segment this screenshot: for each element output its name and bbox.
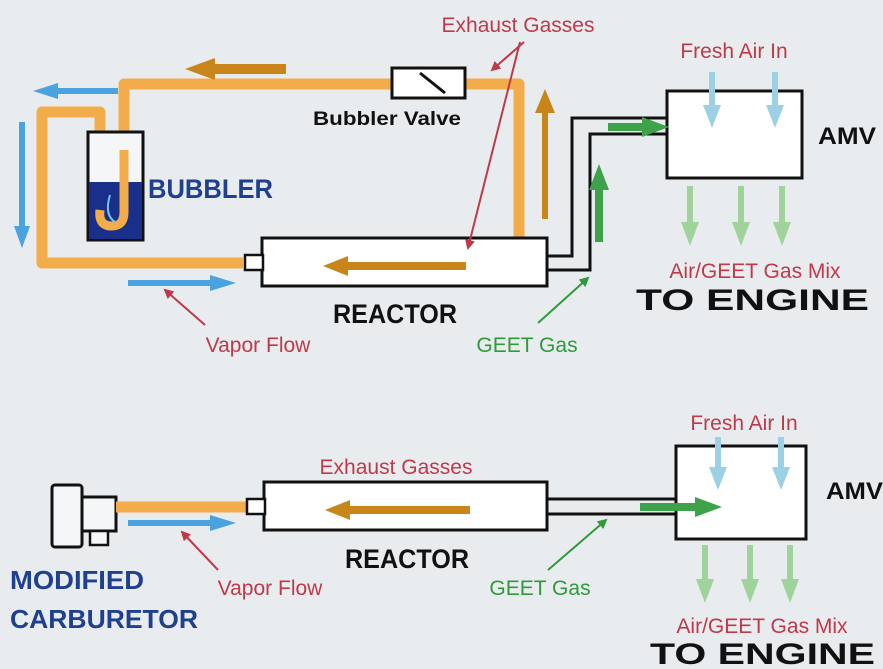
- mix-arrow: [781, 545, 799, 603]
- bubbler-valve: [390, 66, 467, 100]
- amv-box-top: [665, 89, 804, 180]
- fresh-air-arrow: [709, 437, 727, 490]
- reactor-label-bottom: REACTOR: [345, 544, 469, 574]
- bubbler-label: BUBBLER: [148, 174, 273, 204]
- orange-arrow-reactor-bottom: [325, 500, 470, 520]
- bubbler-jar: [86, 130, 145, 242]
- exhaust-label-bottom: Exhaust Gasses: [320, 456, 473, 479]
- vapor-label-top: Vapor Flow: [206, 334, 311, 357]
- vapor-label-bottom: Vapor Flow: [218, 577, 323, 600]
- green-arrow-into-amv: [608, 117, 669, 137]
- pointer-geet-bottom: [547, 518, 608, 571]
- mix-arrow: [681, 186, 699, 246]
- carburetor: [50, 483, 118, 549]
- pointer-exhaust-reactor: [465, 41, 521, 250]
- geet-pipe-top: [547, 116, 667, 272]
- geet-pipe-bottom: [547, 497, 676, 516]
- carburetor-label: CARBURETOR: [10, 604, 198, 634]
- fresh-air-arrow: [766, 72, 784, 128]
- geet-label-bottom: GEET Gas: [489, 577, 590, 600]
- fresh-air-label-top: Fresh Air In: [680, 40, 787, 63]
- orange-arrow-up: [535, 89, 555, 219]
- mix-arrow: [741, 545, 759, 603]
- exhaust-label-top: Exhaust Gasses: [442, 14, 595, 37]
- mix-label-top: Air/GEET Gas Mix: [669, 260, 841, 283]
- orange-arrow-left: [185, 58, 286, 80]
- fresh-air-label-bottom: Fresh Air In: [690, 412, 797, 435]
- bubbler-valve-label: Bubbler Valve: [313, 109, 461, 130]
- to-engine-label-top: TO ENGINE: [636, 284, 869, 317]
- pointer-geet-top: [537, 276, 590, 324]
- green-arrow-into-amv-bottom: [640, 497, 722, 517]
- mix-arrow: [773, 186, 791, 246]
- blue-arrow-top-left: [33, 83, 118, 99]
- orange-arrow-reactor-top: [323, 256, 466, 276]
- mix-arrow: [696, 545, 714, 603]
- blue-arrow-down: [14, 122, 30, 248]
- amv-label-bottom: AMV: [826, 478, 883, 505]
- fresh-air-arrow: [703, 72, 721, 128]
- reactor-label-top: REACTOR: [333, 299, 457, 329]
- modified-label: MODIFIED: [10, 565, 144, 595]
- amv-box-bottom: [674, 444, 808, 541]
- mix-arrow: [732, 186, 750, 246]
- blue-arrow-vapor-bottom: [128, 515, 236, 531]
- blue-arrow-vapor-top: [128, 275, 236, 291]
- pointer-vapor-top: [163, 288, 206, 326]
- mix-label-bottom: Air/GEET Gas Mix: [676, 615, 848, 638]
- fresh-air-arrow: [772, 437, 790, 490]
- to-engine-label-bottom: TO ENGINE: [650, 638, 875, 669]
- geet-label-top: GEET Gas: [476, 334, 577, 357]
- green-arrow-up: [589, 164, 609, 242]
- amv-label-top: AMV: [818, 123, 876, 150]
- pointer-vapor-bottom: [180, 530, 219, 571]
